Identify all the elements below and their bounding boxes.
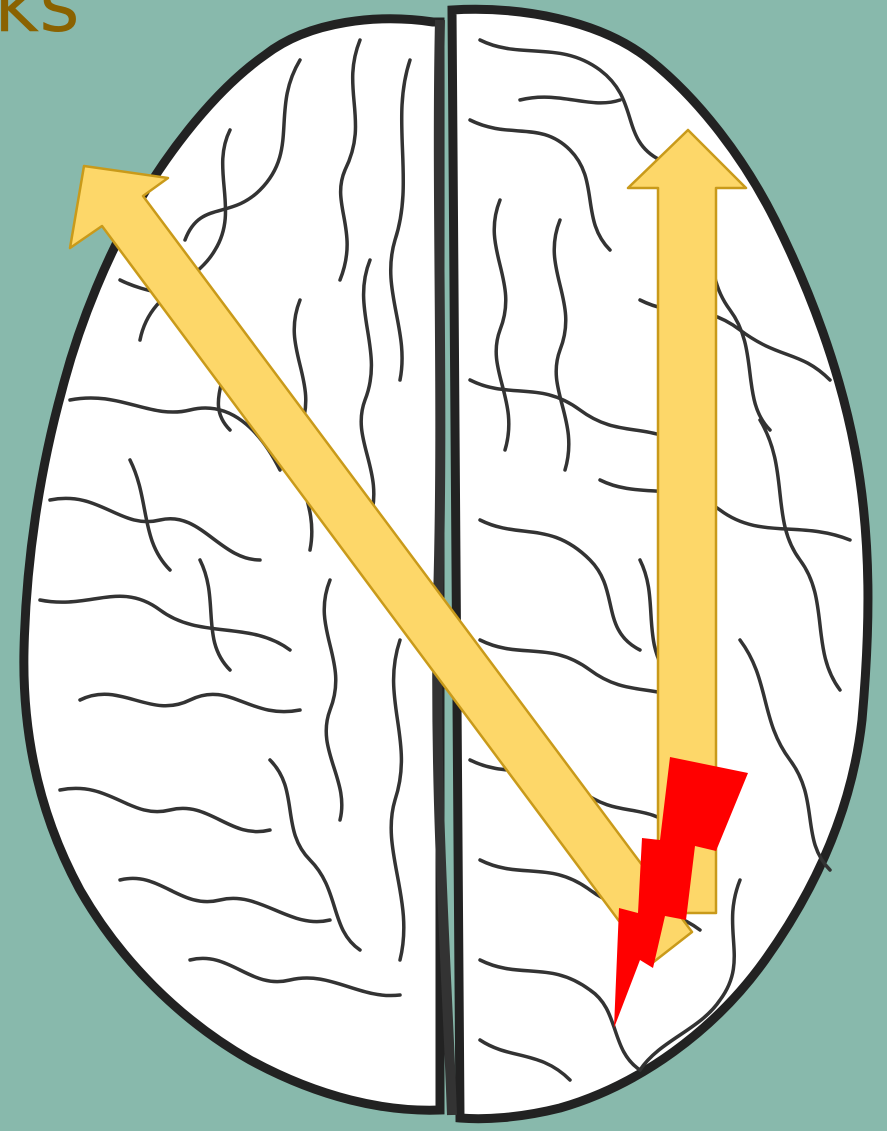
brain-diagram bbox=[0, 0, 887, 1131]
slide-canvas: ks bbox=[0, 0, 887, 1131]
